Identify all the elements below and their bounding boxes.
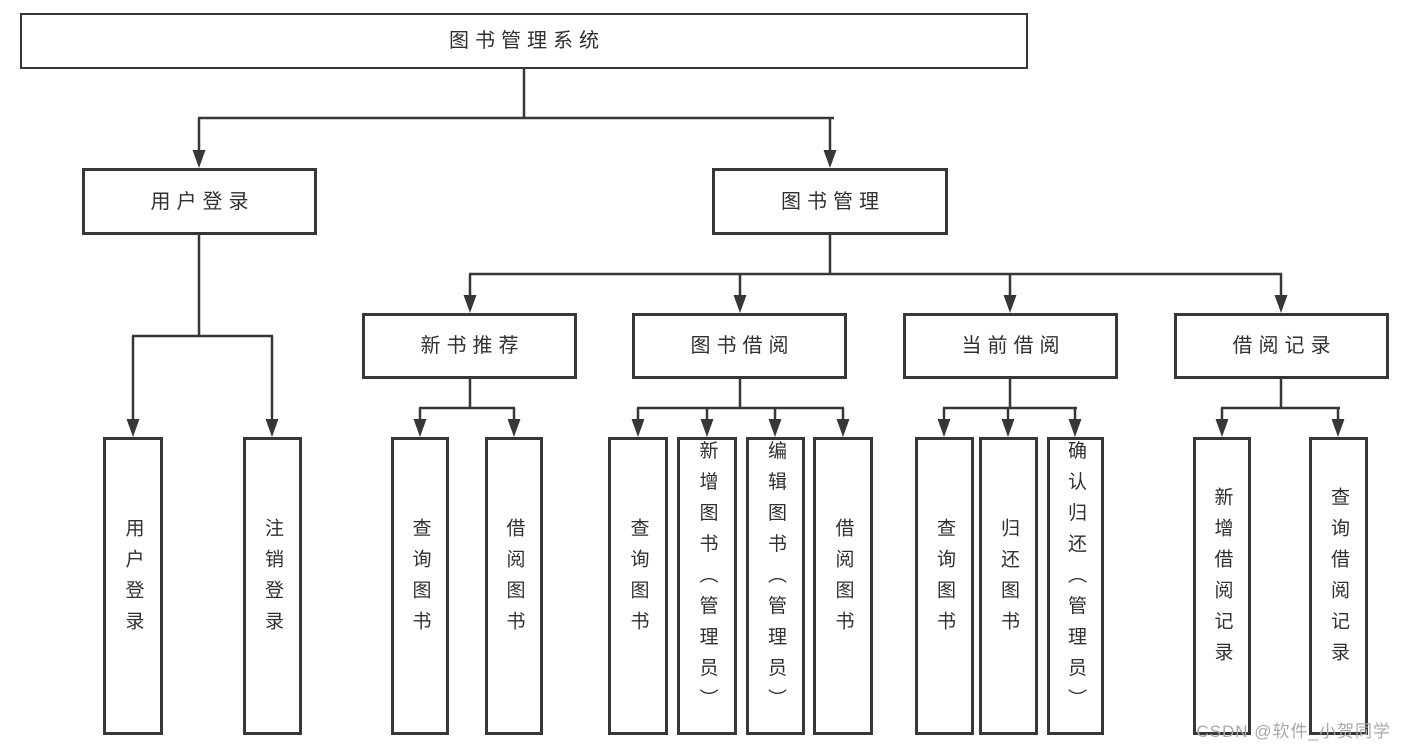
- node-book-borrowing: 图书借阅: [632, 313, 847, 379]
- node-label: 查询借阅记录: [1328, 487, 1349, 673]
- arrowhead-icon: [631, 419, 645, 437]
- node-label: 借阅记录: [1232, 335, 1337, 357]
- csdn-watermark: CSDN @软件_小贺同学: [1196, 722, 1391, 741]
- node-label: 查询图书: [409, 518, 431, 642]
- arrowhead-icon: [1003, 295, 1017, 313]
- node-leaf-return-books: 归还图书: [979, 437, 1038, 735]
- node-leaf-borrow-books: 借阅图书: [813, 437, 873, 735]
- node-label: 用户登录: [122, 518, 144, 642]
- node-leaf-query-borrow-record: 查询借阅记录: [1309, 437, 1368, 735]
- node-label: 新增借阅记录: [1211, 487, 1233, 673]
- node-label: 编辑图书（管理员）: [765, 440, 786, 720]
- arrowhead-icon: [1001, 419, 1015, 437]
- node-leaf-confirm-return-admin: 确认归还（管理员）: [1047, 437, 1104, 735]
- arrowhead-icon: [1068, 419, 1082, 437]
- node-label: 借阅图书: [832, 518, 854, 642]
- node-label: 新书推荐: [420, 335, 525, 357]
- node-label: 查询图书: [934, 518, 955, 642]
- arrowhead-icon: [768, 419, 782, 437]
- node-label: 归还图书: [998, 518, 1019, 642]
- node-leaf-query-books-borrow: 查询图书: [608, 437, 668, 735]
- node-label: 查询图书: [627, 518, 649, 642]
- node-new-book-recommend: 新书推荐: [362, 313, 577, 379]
- node-leaf-edit-books-admin: 编辑图书（管理员）: [746, 437, 805, 735]
- node-label: 当前借阅: [961, 335, 1066, 357]
- arrowhead-icon: [126, 419, 140, 437]
- node-label: 图书管理: [781, 190, 885, 213]
- arrowhead-icon: [1274, 295, 1288, 313]
- node-label: 确认归还（管理员）: [1065, 440, 1086, 720]
- arrowhead-icon: [1215, 419, 1229, 437]
- node-user-login: 用户登录: [82, 168, 317, 235]
- arrowhead-icon: [192, 150, 206, 168]
- node-label: 图书借阅: [690, 335, 795, 357]
- node-leaf-logout: 注销登录: [243, 437, 302, 735]
- node-borrowing-records: 借阅记录: [1174, 313, 1389, 379]
- node-leaf-borrow-books-recommend: 借阅图书: [485, 437, 543, 735]
- node-leaf-query-books-recommend: 查询图书: [391, 437, 449, 735]
- node-root-system: 图书管理系统: [20, 13, 1028, 69]
- arrowhead-icon: [733, 295, 747, 313]
- arrowhead-icon: [700, 419, 714, 437]
- node-label: 图书管理系统: [449, 30, 605, 52]
- connector-lines: [131, 69, 1340, 421]
- arrowhead-icon: [413, 419, 427, 437]
- node-leaf-add-borrow-record: 新增借阅记录: [1193, 437, 1251, 735]
- node-label: 用户登录: [150, 190, 255, 213]
- node-label: 新增图书（管理员）: [696, 440, 718, 720]
- arrowhead-icon: [1331, 419, 1345, 437]
- node-leaf-add-books-admin: 新增图书（管理员）: [677, 437, 737, 735]
- arrowhead-icon: [265, 419, 279, 437]
- arrowhead-icon: [463, 295, 477, 313]
- arrowhead-icon: [937, 419, 951, 437]
- arrowhead-icon: [507, 419, 521, 437]
- node-label: 注销登录: [262, 518, 283, 642]
- node-book-management: 图书管理: [712, 168, 948, 235]
- arrowhead-icon: [836, 419, 850, 437]
- arrowhead-icon: [823, 150, 837, 168]
- node-current-borrowing: 当前借阅: [903, 313, 1118, 379]
- node-label: 借阅图书: [503, 518, 525, 642]
- node-leaf-query-books-current: 查询图书: [915, 437, 974, 735]
- node-leaf-user-login: 用户登录: [103, 437, 163, 735]
